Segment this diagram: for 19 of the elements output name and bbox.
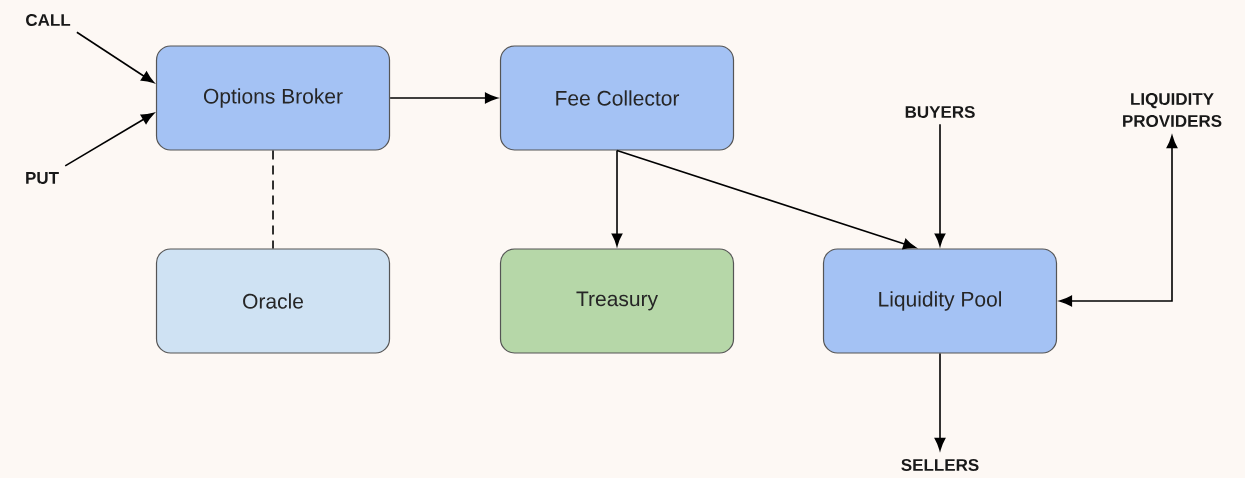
process-box: Oracle xyxy=(155,248,391,354)
actor-label: SELLERS xyxy=(901,458,979,471)
arrow xyxy=(934,352,946,451)
arrow xyxy=(1059,135,1178,307)
arrow xyxy=(611,149,623,247)
arrow xyxy=(389,92,498,104)
arrow xyxy=(76,31,155,84)
actor-label: LIQUIDITY PROVIDERS xyxy=(1123,93,1222,127)
process-box: Liquidity Pool xyxy=(822,248,1058,354)
dashed-line xyxy=(272,149,274,250)
process-box: Fee Collector xyxy=(499,45,735,151)
process-box: Treasury xyxy=(499,248,735,354)
actor-label: CALL xyxy=(26,14,71,26)
actor-label: PUT xyxy=(26,172,59,184)
process-box: Options Broker xyxy=(155,45,391,151)
actor-label: BUYERS xyxy=(905,105,975,118)
arrow xyxy=(616,149,916,250)
arrow xyxy=(64,112,155,167)
arrow xyxy=(934,123,946,247)
